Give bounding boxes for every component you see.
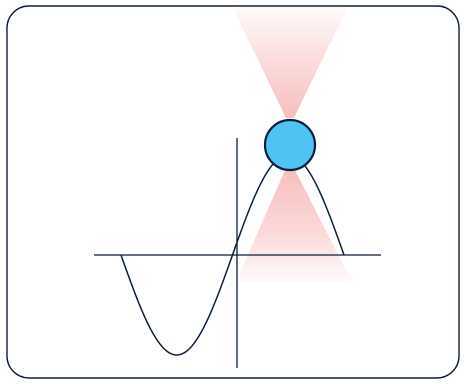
sine-wave-curve	[120, 154, 345, 356]
beam-upper-cone	[232, 6, 348, 118]
rounded-frame	[6, 5, 460, 379]
beam-lower-cone	[236, 168, 352, 282]
particle-sphere	[263, 118, 317, 172]
